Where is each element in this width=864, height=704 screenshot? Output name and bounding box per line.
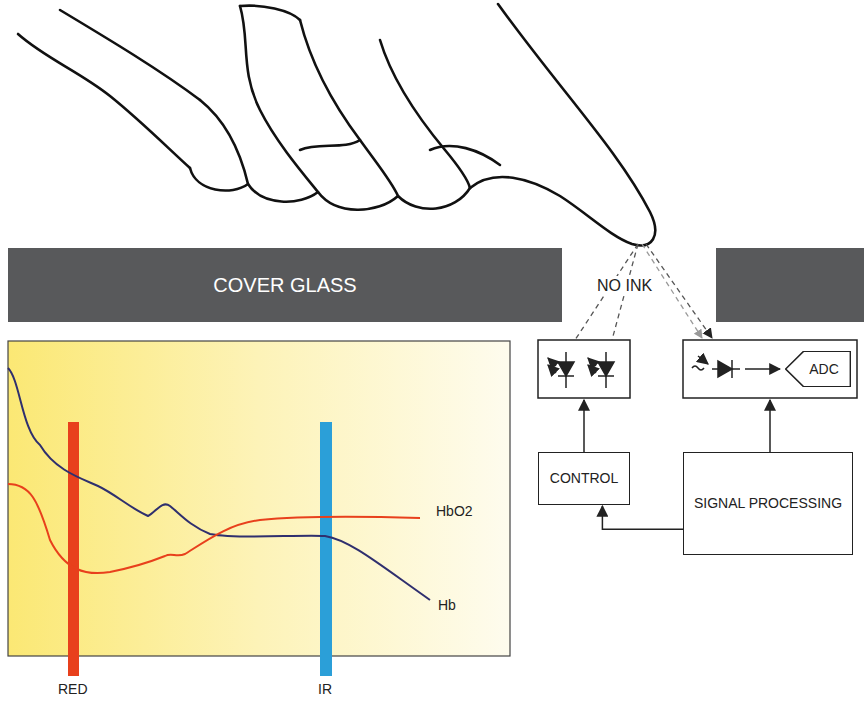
hbo2-curve bbox=[8, 484, 420, 573]
finger-drawing bbox=[18, 4, 655, 245]
axis-label: RED bbox=[58, 681, 88, 697]
cover-glass bbox=[716, 248, 864, 322]
photodiode-symbol bbox=[692, 356, 780, 378]
processing-box: SIGNAL PROCESSING bbox=[683, 452, 853, 555]
axis-label: IR bbox=[318, 681, 332, 697]
control-box: CONTROL bbox=[538, 452, 630, 505]
photodiode-box bbox=[683, 340, 857, 398]
control-wire bbox=[583, 400, 585, 452]
node-text: COVER GLASS bbox=[213, 274, 356, 297]
gap-label: NO INK bbox=[594, 276, 655, 296]
red-wavelength-bar bbox=[68, 422, 79, 676]
processing-wire bbox=[769, 400, 771, 452]
absorption-chart bbox=[8, 341, 510, 656]
light-rays bbox=[575, 244, 712, 340]
node-text: ADC bbox=[809, 361, 839, 377]
curve-label: HbO2 bbox=[436, 503, 473, 519]
node-text: SIGNAL PROCESSING bbox=[694, 494, 842, 512]
hb-curve bbox=[8, 368, 430, 600]
cover-glass: COVER GLASS bbox=[8, 248, 562, 322]
signal-arrow bbox=[602, 506, 683, 529]
node-text: CONTROL bbox=[550, 469, 618, 487]
led-symbols bbox=[548, 352, 614, 388]
led-box bbox=[538, 340, 630, 398]
curve-label: Hb bbox=[438, 597, 456, 613]
adc-block: ADC bbox=[785, 351, 851, 387]
ir-wavelength-bar bbox=[320, 422, 332, 676]
